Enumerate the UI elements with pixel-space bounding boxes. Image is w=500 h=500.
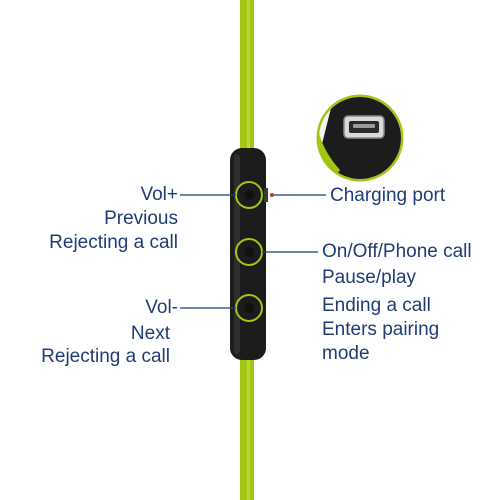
enters-pairing-label: Enters pairing — [322, 319, 440, 340]
rejecting-call-label-top: Rejecting a call — [49, 232, 178, 253]
previous-label: Previous — [104, 208, 178, 229]
vol-plus-button — [235, 181, 263, 209]
charging-port-pointer-dot — [270, 193, 274, 197]
vol-minus-label: Vol- — [145, 297, 178, 318]
ending-call-label: Ending a call — [322, 295, 431, 316]
vol-minus-button — [235, 294, 263, 322]
pairing-mode-label: mode — [322, 343, 370, 364]
charging-port-slot — [264, 188, 268, 202]
rejecting-call-label-bottom: Rejecting a call — [41, 346, 170, 367]
next-label: Next — [130, 323, 170, 344]
on-off-phone-call-label: On/Off/Phone call — [322, 241, 472, 262]
multifunction-button — [235, 238, 263, 266]
cable-bottom-shade — [247, 355, 250, 500]
charging-port-inset — [316, 94, 404, 182]
charging-port-label: Charging port — [330, 185, 446, 206]
vol-plus-label: Vol+ — [140, 184, 178, 205]
pause-play-label: Pause/play — [322, 267, 417, 288]
cable-top-shade — [247, 0, 250, 160]
